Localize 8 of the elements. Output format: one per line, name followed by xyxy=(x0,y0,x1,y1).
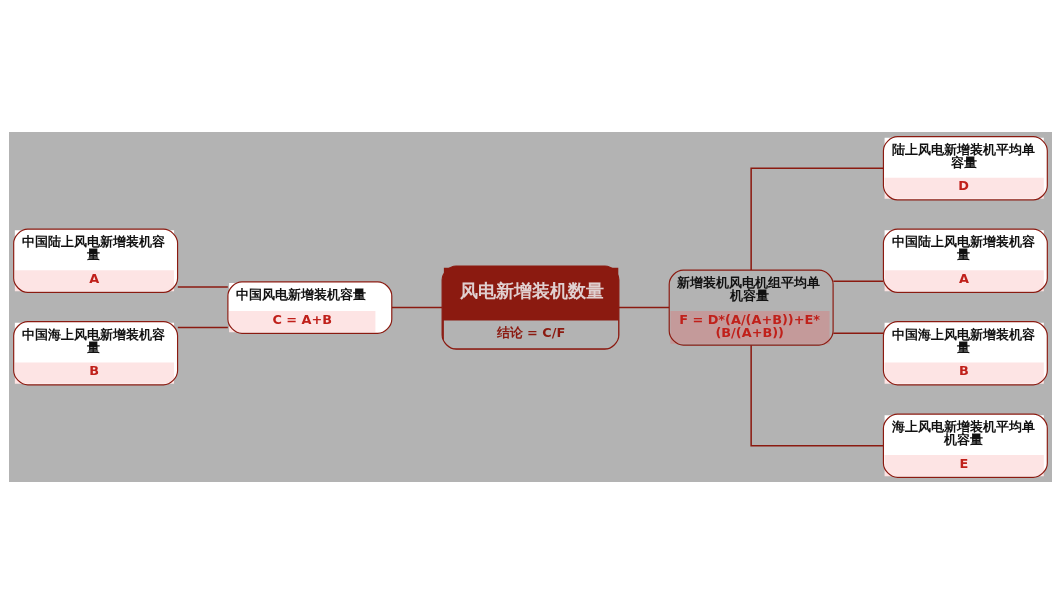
connector xyxy=(832,280,885,282)
connector xyxy=(177,285,229,288)
connector xyxy=(832,332,885,334)
connector xyxy=(177,326,229,328)
connector xyxy=(750,167,884,271)
connector xyxy=(391,306,443,308)
connector xyxy=(618,306,670,308)
connector xyxy=(750,344,884,446)
